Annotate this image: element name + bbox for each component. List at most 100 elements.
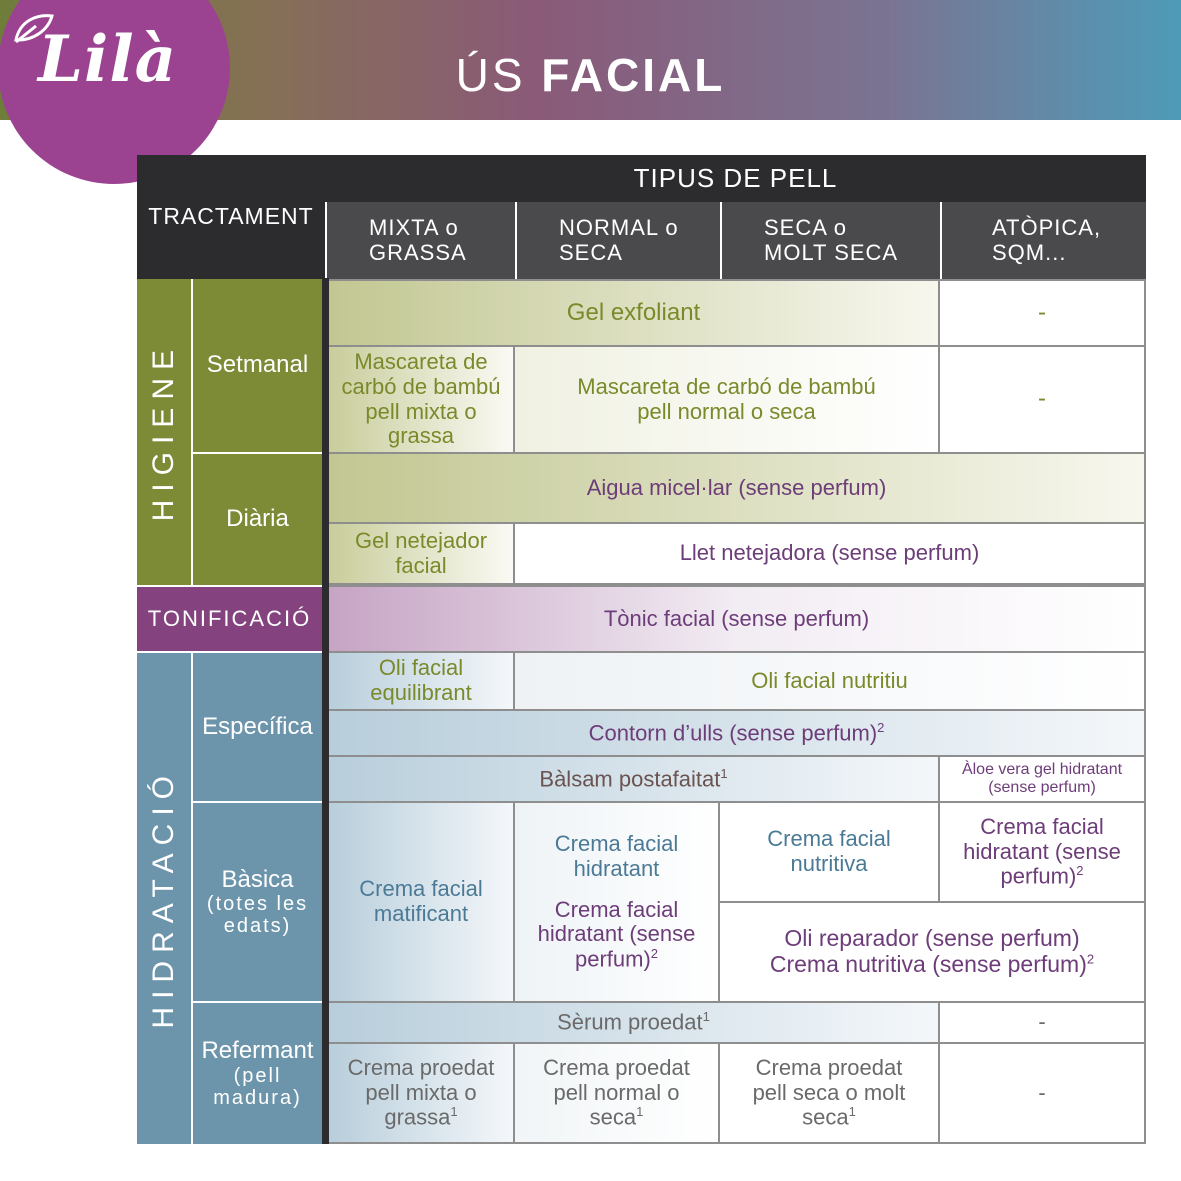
page-title-bold: FACIAL — [541, 49, 726, 101]
footnote-1: 1 — [450, 1104, 458, 1120]
section-hydration: HIDRATACIÓ — [137, 653, 191, 1144]
cell-serum: Sèrum proedat1 — [329, 1001, 940, 1044]
cream-hydrating-nf-l3: perfum) — [574, 946, 651, 972]
subsection-firming-label: Refermant — [201, 1037, 314, 1065]
cell-eye-contour: Contorn d’ulls (sense perfum)2 — [329, 709, 1146, 757]
nourishing-cream-nf-text: Crema nutritiva (sense perfum) — [769, 951, 1087, 977]
subsection-basic-note-1: (totes les — [206, 893, 309, 916]
mask-mixed-l4: grassa — [387, 423, 455, 449]
cell-exfoliant-atopic-dash: - — [938, 279, 1146, 347]
col1-line2: GRASSA — [369, 239, 467, 265]
ageing-dry-l1: Crema proedat — [755, 1054, 903, 1080]
ageing-normal-l2: pell normal o — [553, 1079, 680, 1105]
cell-gel-exfoliant: Gel exfoliant — [329, 279, 940, 347]
aftershave-text: Bàlsam postafaitat — [539, 765, 721, 791]
cream-matte-l1: Crema facial — [359, 876, 483, 902]
treatment-header: TRACTAMENT — [137, 155, 325, 279]
table-divider-bar — [322, 278, 329, 1144]
subsection-specific: Específica — [193, 653, 322, 801]
footnote-1: 1 — [636, 1104, 644, 1120]
cream-hydrating-l2: hidratant — [573, 855, 660, 881]
cream-hydrating-nf-l1: Crema facial — [554, 896, 679, 922]
cell-micellar-water: Aigua micel·lar (sense perfum) — [329, 452, 1146, 524]
mask-mixed-l3: pell mixta o — [365, 398, 477, 424]
column-header-atopic: ATÒPICA,SQM... — [940, 202, 1146, 279]
col4-line2: SQM... — [992, 239, 1067, 265]
cell-cleansing-milk: Llet netejadora (sense perfum) — [513, 522, 1146, 585]
leaf-icon — [14, 14, 54, 44]
brand-logo: Lilà — [0, 0, 230, 184]
footnote-1: 1 — [720, 765, 728, 781]
cream-hydrating-nf-l2: hidratant (sense — [537, 921, 696, 947]
ageing-mixed-l1: Crema proedat — [347, 1054, 495, 1080]
footnote-2: 2 — [1076, 863, 1084, 879]
mask-normal-l1: Mascareta de carbó de bambú — [577, 373, 876, 399]
col3-line2: MOLT SECA — [764, 239, 899, 265]
subsection-firming-note-1: (pell — [233, 1064, 282, 1087]
subsection-basic-note-2: edats) — [223, 915, 292, 938]
col2-line1: NORMAL o — [559, 214, 679, 240]
aloe-l1: Àloe vera gel hidratant — [961, 761, 1123, 779]
section-hygiene: HIGIENE — [137, 279, 191, 585]
cream-hyd-atopic-l1: Crema facial — [980, 813, 1104, 839]
col4-line1: ATÒPICA, — [992, 214, 1102, 240]
gel-cleanser-l1: Gel netejador — [354, 527, 488, 553]
subsection-firming: Refermant (pell madura) — [193, 1003, 322, 1144]
aloe-l2: (sense perfum) — [988, 779, 1096, 796]
cream-matte-l2: matificant — [373, 901, 469, 926]
cream-hyd-atopic-l3: perfum) — [1000, 863, 1077, 889]
cream-nourishing-l1: Crema facial — [767, 826, 891, 852]
repair-oil-text: Oli reparador (sense perfum) — [784, 925, 1080, 952]
col2-line2: SECA — [559, 239, 623, 265]
footnote-1: 1 — [848, 1104, 856, 1120]
footnote-2: 2 — [877, 719, 885, 735]
section-hygiene-label: HIGIENE — [147, 342, 181, 522]
eye-contour-text: Contorn d’ulls (sense perfum) — [588, 719, 878, 745]
oil-balancing-l1: Oli facial — [378, 655, 464, 681]
subsection-weekly-label: Setmanal — [206, 351, 309, 379]
subsection-daily: Diària — [193, 454, 322, 585]
subsection-daily-label: Diària — [226, 505, 289, 533]
oil-balancing-l2: equilibrant — [370, 680, 472, 705]
section-toning: TONIFICACIÓ — [137, 587, 322, 651]
cream-nourishing-l2: nutritiva — [790, 851, 868, 876]
page-title-light: ÚS — [455, 49, 526, 101]
mask-mixed-l2: carbó de bambú — [341, 373, 501, 399]
gel-cleanser-l2: facial — [395, 552, 447, 578]
mask-normal-l2: pell normal o seca — [637, 398, 816, 424]
ageing-mixed-l3: grassa — [384, 1104, 451, 1130]
cell-aloe: Àloe vera gel hidratant(sense perfum) — [938, 755, 1146, 803]
subsection-weekly: Setmanal — [193, 279, 322, 452]
cell-repair-oil: Oli reparador (sense perfum)Crema nutrit… — [718, 901, 1146, 1003]
mask-mixed-l1: Mascareta de — [354, 349, 488, 375]
ageing-dry-l2: pell seca o molt — [752, 1079, 906, 1105]
cream-hydrating-l1: Crema facial — [554, 831, 679, 857]
logo-text: Lilà — [38, 22, 178, 97]
cell-oil-nourishing: Oli facial nutritiu — [513, 651, 1146, 711]
ageing-normal-l1: Crema proedat — [543, 1054, 690, 1080]
serum-text: Sèrum proedat — [557, 1009, 703, 1035]
footnote-2: 2 — [650, 945, 658, 961]
cream-hyd-atopic-l2: hidratant (sense — [963, 838, 1121, 864]
ageing-normal-l3: seca — [589, 1104, 637, 1130]
section-hydration-label: HIDRATACIÓ — [147, 768, 181, 1029]
ageing-dry-l3: seca — [802, 1104, 849, 1130]
footnote-2: 2 — [1086, 951, 1095, 967]
ageing-mixed-l2: pell mixta o — [365, 1079, 477, 1105]
cell-mask-atopic-dash: - — [938, 345, 1146, 454]
subsection-basic-label: Bàsica — [221, 865, 294, 893]
cell-ageing-atopic-dash: - — [938, 1042, 1146, 1144]
